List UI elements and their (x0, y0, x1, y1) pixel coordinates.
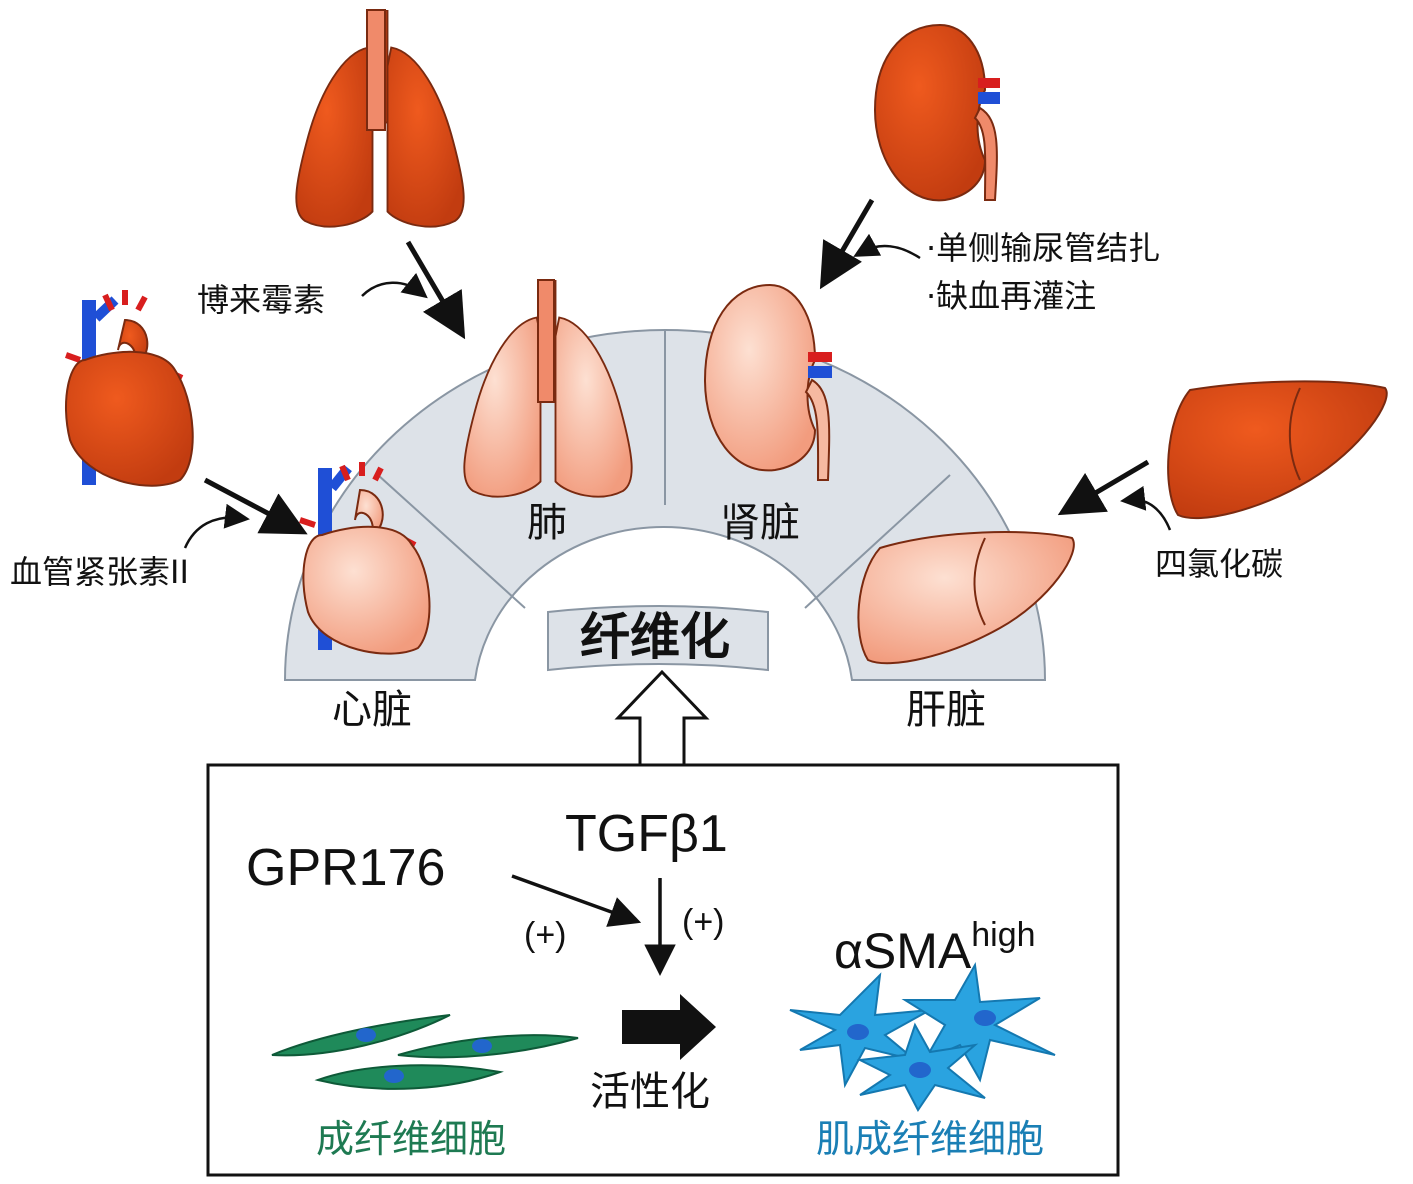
cause-lung: 博来霉素 (197, 281, 326, 319)
asma-superscript: high (971, 916, 1036, 954)
myofibroblast-cells (789, 961, 1056, 1112)
lung-light-icon (463, 279, 633, 498)
lung-dark-icon (295, 9, 465, 228)
hollow-up-arrow (614, 669, 710, 765)
kidney-dark-icon (873, 23, 1000, 202)
cause-liver: 四氯化碳 (1155, 545, 1284, 583)
gpr-arrow (511, 874, 642, 927)
asma-text: αSMA (834, 923, 972, 979)
organ-label-kidney: 肾脏 (720, 500, 800, 546)
fibrosis-label-box (547, 605, 769, 672)
liver-dark-icon (1167, 380, 1388, 520)
organ-arrows (203, 198, 1150, 535)
arc-divider (377, 474, 526, 609)
organ-label-lung: 肺 (527, 500, 567, 546)
heart-light-icon (299, 462, 431, 655)
myofibroblast-label: 肌成纤维细胞 (816, 1117, 1045, 1161)
organ-label-liver: 肝脏 (906, 687, 986, 733)
lung-arrow (405, 240, 466, 340)
mechanism-box (206, 763, 1120, 1177)
fibrosis-label: 纤维化 (580, 608, 730, 666)
liver-arrow (1057, 459, 1150, 516)
cause-curved-arrows (183, 233, 1172, 549)
heart-dark-icon (64, 290, 194, 487)
cause-kidney-list: ·单侧输尿管结扎 ·缺血再灌注 (926, 224, 1160, 320)
activation-arrow (622, 994, 716, 1060)
activation-label: 活性化 (590, 1069, 710, 1115)
kidney-light-icon (703, 283, 832, 481)
tgf-beta1-label: TGFβ1 (565, 805, 728, 863)
cause-kidney-item: ·单侧输尿管结扎 (926, 229, 1161, 267)
cause-heart: 血管紧张素II (10, 553, 189, 591)
gpr176-label: GPR176 (246, 839, 446, 897)
liver-light-icon (857, 531, 1075, 665)
plus-label-gpr: (+) (524, 916, 567, 954)
kidney-arrow (819, 198, 875, 290)
asma-high-label: αSMAhigh (834, 918, 1036, 976)
heart-arrow (203, 477, 308, 535)
cause-kidney-item: ·缺血再灌注 (926, 277, 1097, 315)
fibroblast-label: 成纤维细胞 (316, 1117, 507, 1161)
plus-label-tgf: (+) (682, 903, 725, 941)
organ-label-heart: 心脏 (332, 687, 412, 733)
arc-divider (804, 474, 951, 609)
fibroblast-cells (271, 1014, 579, 1090)
